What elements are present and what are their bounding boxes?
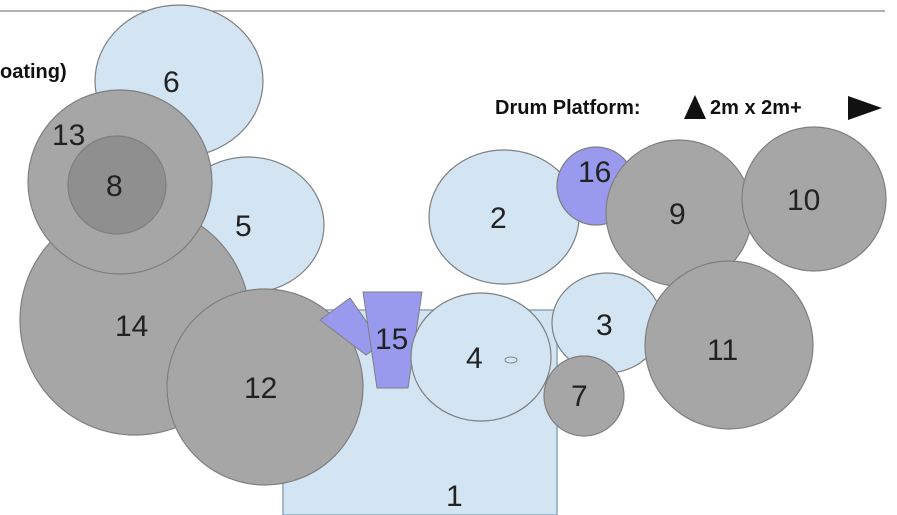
header-fragment: oating) — [0, 61, 67, 83]
label-13: 13 — [52, 119, 85, 152]
label-8: 8 — [106, 170, 123, 203]
piece-12 — [166, 288, 364, 486]
label-4: 4 — [466, 342, 483, 375]
label-3: 3 — [596, 309, 613, 342]
label-1: 1 — [446, 480, 463, 513]
piece-8 — [67, 135, 167, 235]
platform-label: Drum Platform: — [495, 97, 641, 119]
label-10: 10 — [787, 184, 820, 217]
label-2: 2 — [490, 202, 507, 235]
piece-4-center-mark — [504, 356, 518, 364]
up-arrow-icon — [684, 95, 706, 119]
piece-7 — [543, 355, 625, 437]
platform-size: 2m x 2m+ — [710, 97, 802, 119]
label-15: 15 — [375, 323, 408, 356]
label-11: 11 — [707, 334, 738, 367]
label-9: 9 — [669, 198, 686, 231]
label-16: 16 — [578, 156, 611, 189]
right-arrow-icon — [848, 96, 882, 120]
piece-4 — [410, 292, 552, 422]
piece-11 — [644, 260, 814, 430]
label-6: 6 — [163, 66, 180, 99]
label-14: 14 — [115, 310, 148, 343]
piece-15-shell — [362, 291, 423, 389]
label-12: 12 — [244, 372, 277, 405]
label-5: 5 — [235, 210, 252, 243]
label-7: 7 — [571, 380, 588, 413]
piece-10 — [741, 126, 887, 272]
